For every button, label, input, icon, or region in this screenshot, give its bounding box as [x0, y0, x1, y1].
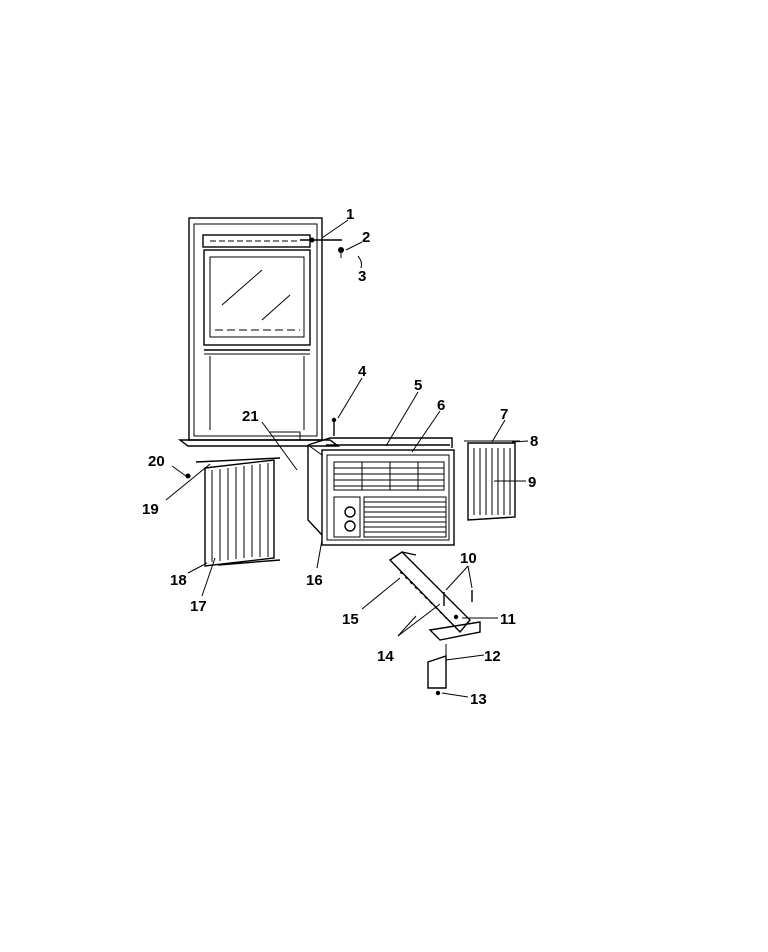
callout-15: 15 [342, 611, 359, 628]
window-frame [177, 217, 341, 447]
callout-labels: 1 2 3 4 5 6 7 8 9 10 11 12 13 14 15 16 1… [142, 206, 538, 708]
callout-14: 14 [377, 648, 394, 665]
callout-7: 7 [500, 406, 508, 423]
left-side-curtain [185, 457, 281, 567]
callout-16: 16 [306, 572, 323, 589]
callout-9: 9 [528, 474, 536, 491]
callout-19: 19 [142, 501, 159, 518]
right-side-curtain [464, 440, 520, 521]
callout-6: 6 [437, 397, 445, 414]
callout-13: 13 [470, 691, 487, 708]
callout-17: 17 [190, 598, 207, 615]
callout-20: 20 [148, 453, 165, 470]
air-conditioner-cabinet [307, 417, 455, 546]
callout-18: 18 [170, 572, 187, 589]
leader-lines [165, 219, 529, 698]
callout-4: 4 [358, 363, 367, 380]
callout-2: 2 [362, 229, 370, 246]
callout-1: 1 [346, 206, 354, 223]
callout-10: 10 [460, 550, 477, 567]
callout-5: 5 [414, 377, 422, 394]
support-bracket [388, 551, 481, 696]
callout-8: 8 [530, 433, 538, 450]
callout-21: 21 [242, 408, 259, 425]
callout-12: 12 [484, 648, 501, 665]
callout-3: 3 [358, 268, 366, 285]
top-rail-hardware [300, 237, 344, 258]
callout-11: 11 [500, 611, 516, 628]
